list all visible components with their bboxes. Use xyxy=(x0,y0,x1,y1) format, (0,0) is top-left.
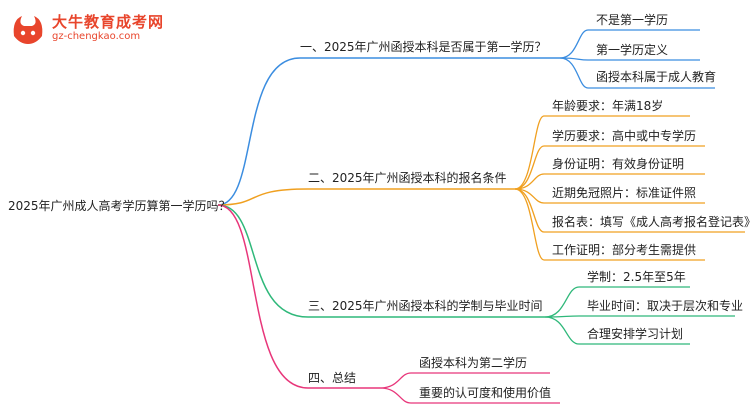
branch-2-leaf-4: 近期免冠照片：标准证件照 xyxy=(552,186,697,200)
logo-title: 大牛教育成考网 xyxy=(52,13,165,31)
branch-3-connector xyxy=(217,204,309,318)
branch-1-leaf-3-connector xyxy=(559,57,589,89)
branch-4-label: 四、总结 xyxy=(308,371,357,385)
branch-4-leaf-2: 重要的认可度和使用价值 xyxy=(419,386,552,400)
branch-4-leaf-2-connector xyxy=(379,387,412,404)
branch-3-leaf-1: 学制：2.5年至5年 xyxy=(587,270,686,284)
branch-2-leaf-2-connector xyxy=(514,145,545,190)
branch-2-leaf-3: 身份证明：有效身份证明 xyxy=(552,157,685,171)
branch-1-leaf-3: 函授本科属于成人教育 xyxy=(596,70,717,84)
branch-2-leaf-6: 工作证明：部分考生需提供 xyxy=(552,243,697,257)
bull-logo-icon xyxy=(13,16,43,44)
branch-2-leaf-5: 报名表：填写《成人高考报名登记表》 xyxy=(552,215,750,229)
branch-2-connector xyxy=(217,188,309,206)
branch-1-leaf-1-connector xyxy=(559,29,589,59)
branch-2-leaf-1: 年龄要求：年满18岁 xyxy=(552,99,664,113)
root-topic: 2025年广州成人高考学历算第一学历吗？ xyxy=(8,199,231,213)
branch-2-label: 二、2025年广州函授本科的报名条件 xyxy=(308,171,507,185)
branch-1-label: 一、2025年广州函授本科是否属于第一学历？ xyxy=(300,40,547,54)
branch-3-leaf-3-connector xyxy=(544,316,580,345)
branch-3-label: 三、2025年广州函授本科的学制与毕业时间 xyxy=(308,299,543,313)
branch-4-leaf-1-connector xyxy=(379,372,412,389)
branch-1-leaf-1: 不是第一学历 xyxy=(596,13,669,27)
branch-4-connector xyxy=(217,204,309,389)
branch-1-leaf-2: 第一学历定义 xyxy=(596,43,669,57)
branch-2-leaf-1-connector xyxy=(514,115,545,190)
branch-2-leaf-2: 学历要求：高中或中专学历 xyxy=(552,129,697,143)
branch-4-leaf-1: 函授本科为第二学历 xyxy=(419,356,528,370)
logo-url: gz-chengkao.com xyxy=(52,31,141,42)
branch-2-leaf-3-connector xyxy=(514,173,545,190)
branch-3-leaf-2: 毕业时间：取决于层次和专业 xyxy=(587,299,744,313)
branch-2-leaf-6-connector xyxy=(514,188,545,261)
branch-3-leaf-3: 合理安排学习计划 xyxy=(587,327,684,341)
branch-1-connector xyxy=(217,57,301,206)
branch-3-leaf-1-connector xyxy=(544,286,580,318)
site-logo: 大牛教育成考网 gz-chengkao.com xyxy=(8,8,188,48)
